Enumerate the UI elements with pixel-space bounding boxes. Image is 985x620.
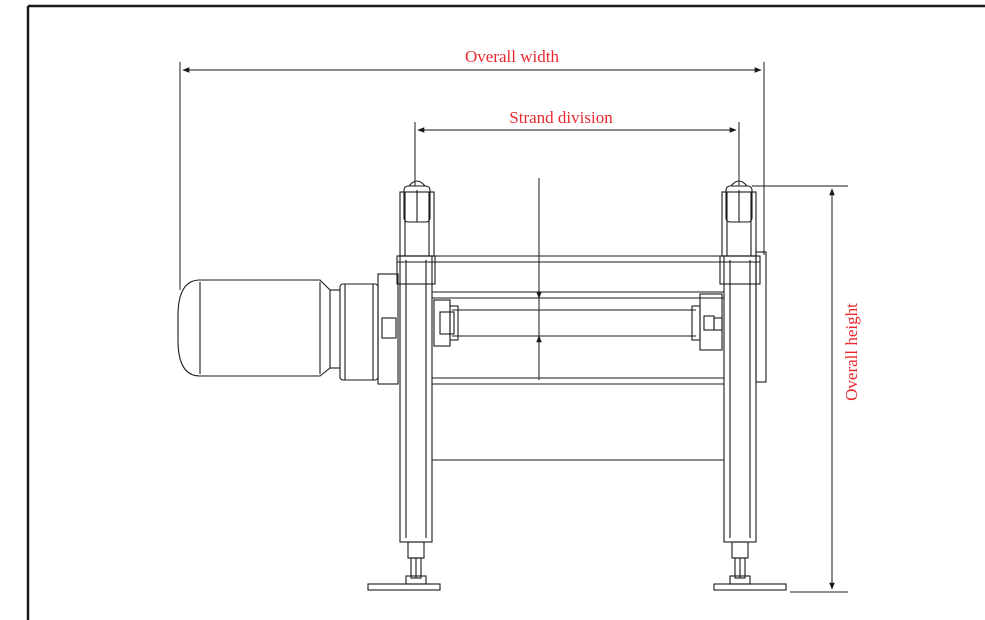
drawing-frame [26,4,985,620]
drive-shaft [433,293,723,351]
overall-width-dimension [179,62,765,290]
strand-division-label: Strand division [509,108,613,127]
leveling-feet [367,541,787,591]
left-upright [396,180,436,543]
machine-outline [177,180,787,591]
overall-width-label: Overall width [465,47,559,66]
frame-beams [397,255,760,461]
drive-motor [177,273,399,385]
strand-division-dimension [414,122,740,186]
right-upright [719,180,767,543]
overall-height-label: Overall height [842,303,861,401]
overall-height-dimension [752,185,848,593]
